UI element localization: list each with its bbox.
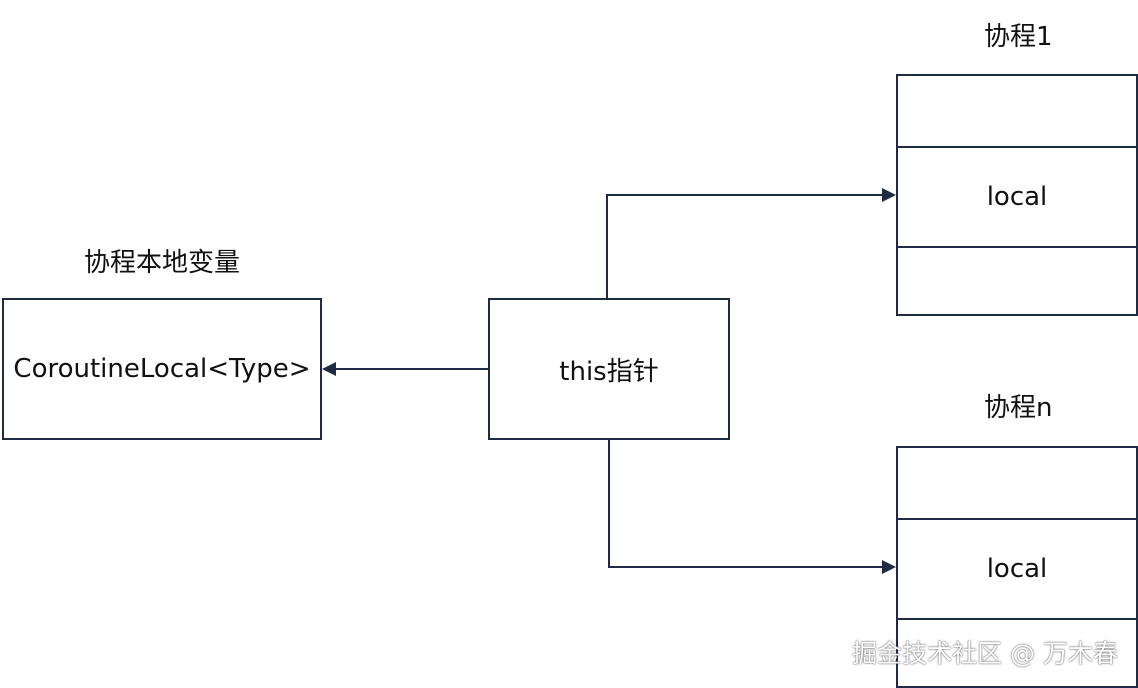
watermark-text: 掘金技术社区 @ 万木春 bbox=[852, 639, 1118, 668]
connector-to-coroutine-n bbox=[608, 440, 882, 568]
coroutine-n-local-cell: local bbox=[898, 518, 1136, 620]
coroutine-local-box: CoroutineLocal<Type> bbox=[2, 298, 322, 440]
local-variable-heading: 协程本地变量 bbox=[84, 248, 241, 278]
coroutine-n-stack: local bbox=[896, 446, 1138, 688]
connector-to-coroutine-1 bbox=[606, 194, 882, 298]
arrowhead-to-coroutine-local bbox=[322, 362, 336, 376]
this-pointer-box: this指针 bbox=[488, 298, 730, 440]
coroutine-n-local-label: local bbox=[986, 554, 1048, 584]
coroutine-1-local-cell: local bbox=[898, 146, 1136, 248]
coroutine-1-stack: local bbox=[896, 74, 1138, 316]
this-pointer-label: this指针 bbox=[559, 356, 659, 387]
coroutine-1-heading: 协程1 bbox=[984, 22, 1053, 52]
arrowhead-to-coroutine-1 bbox=[882, 188, 896, 202]
coroutine-n-heading: 协程n bbox=[984, 393, 1053, 423]
coroutine-1-local-label: local bbox=[986, 182, 1048, 212]
arrowhead-to-coroutine-n bbox=[882, 560, 896, 574]
coroutine-local-label: CoroutineLocal<Type> bbox=[13, 354, 311, 384]
